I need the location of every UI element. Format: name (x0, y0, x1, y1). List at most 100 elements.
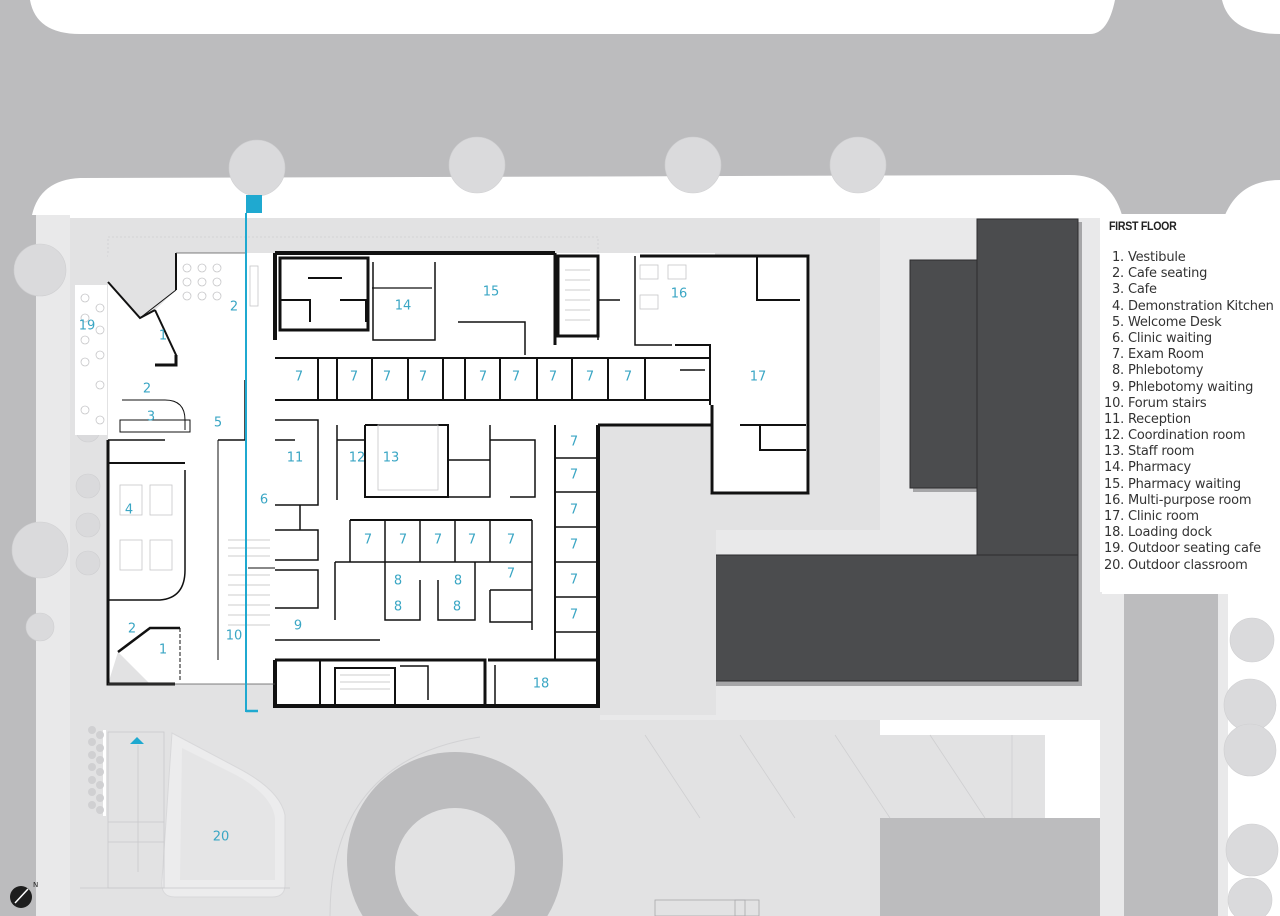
legend-item-number: 2. (1111, 266, 1124, 282)
legend-item: 18. Loading dock (1104, 525, 1274, 541)
room-number-label: 13 (383, 451, 400, 466)
room-number-label: 7 (350, 370, 358, 385)
section-cut-line (130, 195, 262, 744)
furniture (80, 263, 687, 690)
legend-item-number: 9. (1111, 379, 1124, 395)
room-number-label: 4 (125, 503, 133, 518)
room-number-label: 10 (226, 629, 243, 644)
legend-item-label: Reception (1127, 411, 1191, 427)
room-number-label: 7 (570, 435, 578, 450)
legend-item-number: 19. (1104, 541, 1125, 557)
legend-item: 11. Reception (1104, 412, 1274, 428)
room-number-label: 9 (294, 619, 302, 634)
legend-item-number: 12. (1104, 428, 1125, 444)
legend-item-label: Phlebotomy (1127, 363, 1204, 379)
legend-item: 19. Outdoor seating cafe (1104, 541, 1274, 557)
room-number-label: 5 (214, 416, 222, 431)
legend-item-label: Forum stairs (1127, 395, 1207, 411)
legend-item-label: Coordination room (1127, 428, 1246, 444)
room-number-label: 7 (419, 370, 427, 385)
legend-item-number: 8. (1111, 363, 1124, 379)
legend-item-number: 1. (1111, 250, 1124, 265)
room-number-label: 7 (507, 533, 515, 548)
room-number-label: 11 (287, 451, 304, 466)
room-number-label: 2 (230, 300, 238, 315)
room-number-label: 7 (512, 370, 520, 385)
room-number-label: 7 (570, 608, 578, 623)
room-number-label: 1 (159, 643, 167, 658)
legend-item: 7. Exam Room (1104, 347, 1274, 363)
legend-item: 9. Phlebotomy waiting (1104, 380, 1274, 396)
room-number-label: 8 (394, 574, 402, 589)
room-number-label: 3 (147, 410, 155, 425)
legend-item-number: 11. (1104, 411, 1125, 427)
north-label: N (33, 881, 38, 889)
room-number-label: 20 (213, 830, 230, 845)
legend-item-number: 3. (1111, 282, 1124, 298)
legend-item-label: Demonstration Kitchen (1127, 298, 1274, 314)
legend-item: 8. Phlebotomy (1104, 363, 1274, 379)
legend-item-number: 5. (1111, 314, 1124, 330)
legend-item: 2. Cafe seating (1104, 266, 1274, 282)
legend-item: 1. Vestibule (1104, 250, 1274, 266)
room-number-label: 15 (483, 285, 500, 300)
walls (106, 251, 810, 708)
legend-item: 3. Cafe (1104, 282, 1274, 298)
room-number-label: 7 (295, 370, 303, 385)
legend-item: 10. Forum stairs (1104, 396, 1274, 412)
room-number-label: 2 (128, 622, 136, 637)
legend-item-label: Pharmacy (1127, 460, 1191, 476)
room-number-label: 7 (479, 370, 487, 385)
legend-item-label: Clinic waiting (1127, 330, 1212, 346)
legend-item-label: Outdoor classroom (1127, 557, 1248, 573)
legend-item: 4. Demonstration Kitchen (1104, 299, 1274, 315)
legend-item-label: Vestibule (1127, 250, 1186, 265)
legend-item-number: 6. (1111, 330, 1124, 346)
legend-item: 16. Multi-purpose room (1104, 493, 1274, 509)
legend-item-number: 10. (1104, 395, 1125, 411)
legend-item: 12. Coordination room (1104, 428, 1274, 444)
legend-item-label: Outdoor seating cafe (1127, 541, 1261, 557)
room-number-label: 18 (533, 677, 550, 692)
room-number-label: 7 (570, 503, 578, 518)
legend-item-label: Welcome Desk (1127, 314, 1222, 330)
room-number-label: 7 (624, 370, 632, 385)
room-number-label: 8 (394, 600, 402, 615)
room-number-label: 16 (671, 287, 688, 302)
legend-item-label: Exam Room (1127, 347, 1204, 363)
room-number-label: 2 (143, 382, 151, 397)
legend-item: 13. Staff room (1104, 444, 1274, 460)
legend-item-number: 14. (1104, 460, 1125, 476)
legend-item-label: Phlebotomy waiting (1127, 379, 1254, 395)
room-number-label: 7 (434, 533, 442, 548)
legend-item: 6. Clinic waiting (1104, 331, 1274, 347)
legend-item-number: 18. (1104, 525, 1125, 541)
legend-item: 17. Clinic room (1104, 509, 1274, 525)
room-number-label: 7 (586, 370, 594, 385)
room-number-label: 7 (549, 370, 557, 385)
room-number-label: 17 (750, 370, 767, 385)
legend-item-label: Multi-purpose room (1127, 492, 1252, 508)
room-number-label: 7 (507, 567, 515, 582)
room-number-label: 12 (349, 451, 366, 466)
room-number-label: 8 (454, 574, 462, 589)
room-number-label: 7 (570, 468, 578, 483)
legend-item: 14. Pharmacy (1104, 460, 1274, 476)
room-number-label: 7 (383, 370, 391, 385)
legend-item-number: 17. (1104, 509, 1125, 524)
legend-item-number: 13. (1104, 444, 1125, 460)
legend-title: FIRST FLOOR (1109, 219, 1177, 233)
north-arrow-icon: N (10, 881, 38, 908)
neighbor-buildings (678, 218, 1082, 686)
room-number-label: 1 (159, 329, 167, 344)
legend-item-number: 16. (1104, 492, 1125, 508)
legend-item-number: 7. (1111, 347, 1124, 363)
windows (108, 252, 275, 685)
legend-item-label: Clinic room (1127, 509, 1199, 524)
room-number-label: 6 (260, 493, 268, 508)
legend-item-label: Staff room (1127, 444, 1195, 460)
